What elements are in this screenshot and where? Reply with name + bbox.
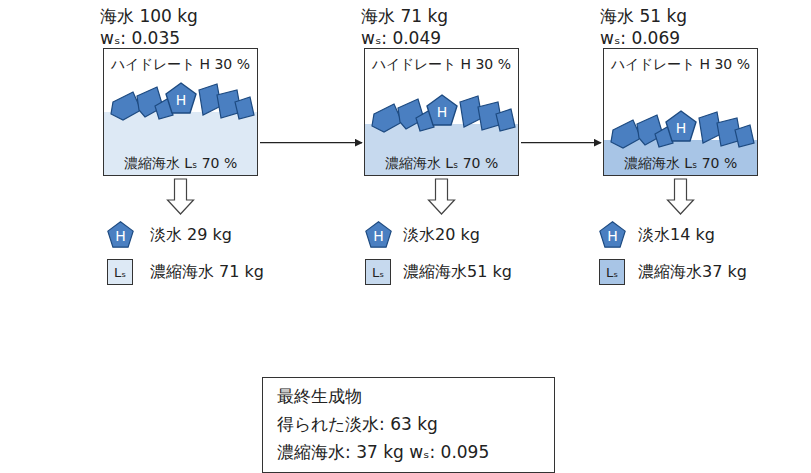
product-amount: 淡水 29 kg [150,226,232,244]
result-box: 最終生成物得られた淡水: 63 kg濃縮海水: 37 kg wₛ: 0.095 [262,377,555,473]
hydrate-crystal: H [426,94,458,126]
pentagon-outline [666,111,696,141]
hydrate-layer: H ハイドレート H 30 % [104,49,257,112]
feed-heading: 海水 51 kg [600,6,687,26]
hydrate-mark: H [676,117,687,136]
brine-icon: Lₛ [365,259,391,285]
result-text: 得られた淡水: 63 kg [277,410,540,438]
process-tank: Hハイドレート H 30 %濃縮海水 Lₛ 70 %海水 51 kgwₛ: 0.… [603,48,758,176]
hydrate-crystal: H [165,82,197,114]
pentagon-outline [600,222,625,247]
hydrate-crystals [611,112,754,148]
layer-label: ハイドレート H 30 % [611,56,750,72]
feed-heading: wₛ: 0.035 [100,28,180,48]
product-amount: 濃縮海水37 kg [638,263,747,281]
pentagon-outline [166,83,196,113]
hydrate-layer: H ハイドレート H 30 % [365,49,518,124]
feed-heading: 海水 100 kg [100,6,198,26]
process-tank: Hハイドレート H 30 %濃縮海水 Lₛ 70 %海水 71 kgwₛ: 0.… [364,48,519,176]
hydrate-layer: H ハイドレート H 30 % [604,49,757,140]
hydrate-mark: H [437,101,448,120]
hydrate-mark: H [115,225,126,244]
layer-label: ハイドレート H 30 % [111,56,250,72]
pentagon-outline [427,95,457,125]
hydrate-icon: H [107,221,134,248]
brine-icon: Lₛ [599,259,625,285]
hydrate-crystals [372,96,515,132]
hydrate-mark: H [176,89,187,108]
product-amount: 濃縮海水 71 kg [150,263,264,281]
product-amount: 濃縮海水51 kg [403,263,512,281]
output-arrow [429,179,455,214]
brine-icon: Lₛ [107,259,133,285]
result-text: 最終生成物 [277,382,540,410]
process-tank: Hハイドレート H 30 %濃縮海水 Lₛ 70 %海水 100 kgwₛ: 0… [103,48,258,176]
hydrate-crystals [111,84,254,120]
brine-mark: Lₛ [606,265,618,280]
product-amount: 淡水20 kg [403,226,480,244]
hydrate-icon: H [599,221,626,248]
brine-mark: Lₛ [114,265,126,280]
layer-label: 濃縮海水 Lₛ 70 % [624,155,738,171]
pentagon-outline [108,222,133,247]
product-amount: 淡水14 kg [638,226,715,244]
hydrate-mark: H [373,225,384,244]
flow-arrow [260,142,362,143]
layer-label: ハイドレート H 30 % [372,56,511,72]
output-arrow [668,179,694,214]
hydrate-icon: H [365,221,392,248]
flow-arrow [521,142,601,143]
liquid-fill [104,112,257,175]
feed-heading: wₛ: 0.049 [361,28,441,48]
layer-label: 濃縮海水 Lₛ 70 % [124,155,238,171]
feed-heading: wₛ: 0.069 [600,28,680,48]
hydrate-mark: H [607,225,618,244]
liquid-fill [365,124,518,175]
hydrate-crystal: H [665,110,697,142]
brine-layer: 濃縮海水 Lₛ 70 % [365,124,518,175]
brine-layer: 濃縮海水 Lₛ 70 % [604,140,757,175]
brine-layer: 濃縮海水 Lₛ 70 % [104,112,257,175]
brine-mark: Lₛ [372,265,384,280]
feed-heading: 海水 71 kg [361,6,448,26]
output-arrow [168,179,194,214]
pentagon-outline [366,222,391,247]
layer-label: 濃縮海水 Lₛ 70 % [385,155,499,171]
result-text: 濃縮海水: 37 kg wₛ: 0.095 [277,438,540,466]
